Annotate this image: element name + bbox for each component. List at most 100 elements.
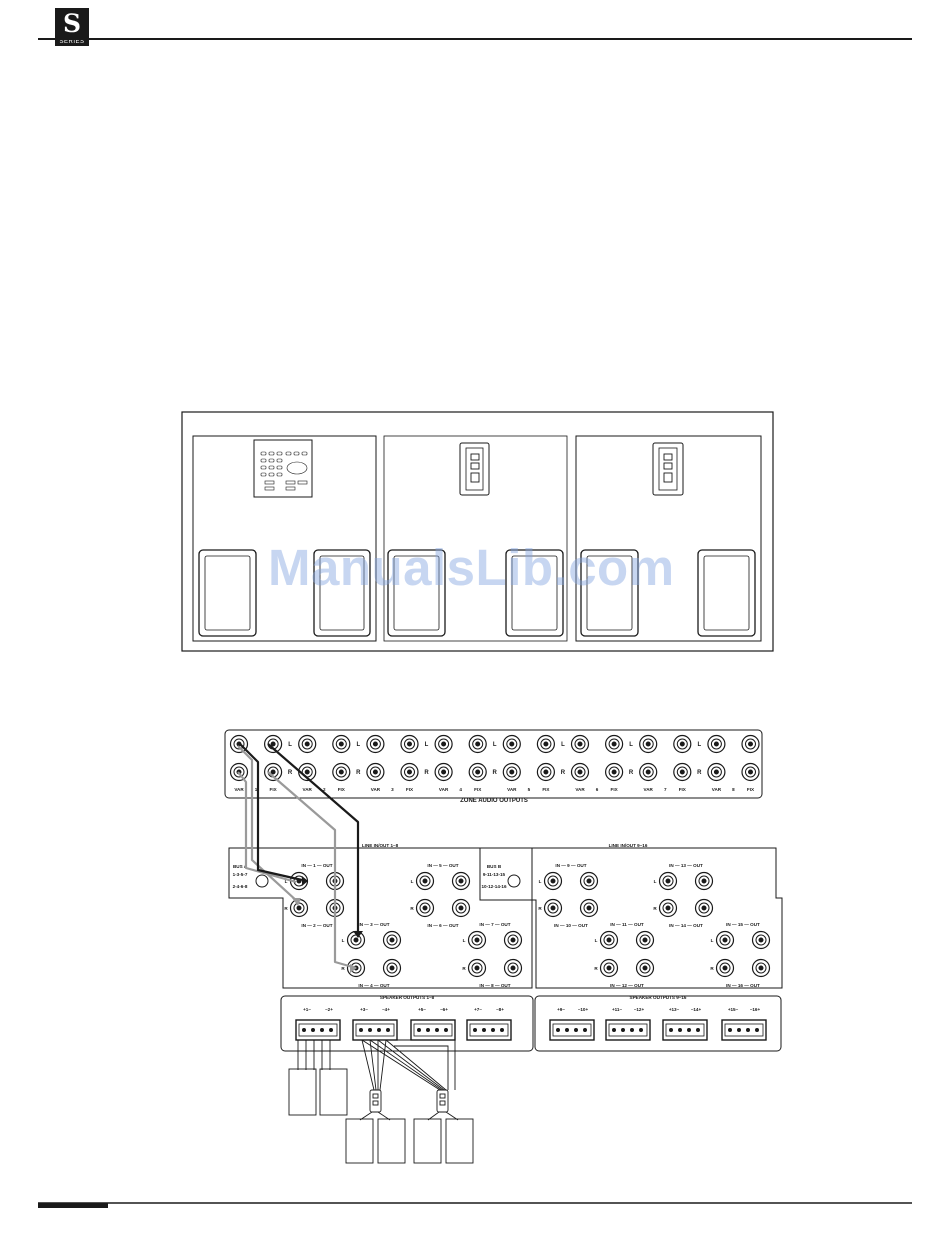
zone-fix-label: FIX [611, 787, 619, 792]
zone-jack-l-11 [570, 734, 590, 754]
terminal-label: +5– [418, 1007, 426, 1012]
room-1 [192, 435, 377, 642]
watermark: ManualsLib.com [268, 539, 675, 596]
zone-jack-r-3 [298, 762, 317, 782]
channel-label: L [411, 879, 414, 884]
zone3-speaker-left [413, 1118, 442, 1164]
terminal-label: –8+ [496, 1007, 504, 1012]
line-in-jack-8 [467, 958, 487, 978]
zone-l-label: L [425, 742, 429, 748]
zone-var-label: VAR [371, 787, 381, 792]
line-in-jack-5 [415, 871, 435, 891]
line-io-a-panel [228, 847, 533, 989]
speaker-terminals [295, 1019, 767, 1041]
zone-r-label: R [629, 770, 634, 776]
line-out-jack-3 [382, 930, 402, 950]
zone-fix-label: FIX [406, 787, 414, 792]
bus-a-selector [255, 874, 269, 888]
line-out-jack-14 [694, 898, 714, 918]
speaker-terminal-4 [466, 1019, 512, 1041]
terminal-label: –2+ [325, 1007, 333, 1012]
terminal-label: +9– [557, 1007, 565, 1012]
keypad-buttons [260, 451, 308, 491]
pair-label: IN — 13 — OUT [669, 863, 703, 868]
zone-jack-l-6 [400, 734, 419, 754]
channel-label: L [342, 938, 345, 943]
pair-label: IN — 11 — OUT [610, 922, 644, 927]
zone-number: 7 [664, 787, 667, 792]
zone-jack-r-16 [741, 762, 760, 782]
pair-label: IN — 3 — OUT [358, 922, 389, 927]
gray-wire-fix-r [267, 771, 357, 970]
speaker-terminal-6 [605, 1019, 651, 1041]
footer-tab [38, 1203, 108, 1208]
pair-label: IN — 16 — OUT [726, 983, 760, 988]
zone-l-label: L [493, 742, 497, 748]
zone-jack-r-13 [639, 762, 658, 782]
terminal-label: –14+ [691, 1007, 702, 1012]
line-out-jack-16 [751, 958, 771, 978]
pair-label: IN — 8 — OUT [479, 983, 510, 988]
pair-label: IN — 4 — OUT [358, 983, 389, 988]
zone-var-label: VAR [439, 787, 449, 792]
speaker-terminal-7 [662, 1019, 708, 1041]
zone-jack-l-12 [604, 734, 624, 754]
zone-jack-l-13 [639, 734, 658, 754]
line-out-jack-15 [751, 930, 771, 950]
logo-subtext: SERIES [59, 39, 85, 45]
black-wire-var-l [239, 743, 303, 882]
black-wire-fix-l [267, 743, 360, 932]
pair-label: IN — 6 — OUT [427, 923, 458, 928]
room-2-volume-control [459, 442, 490, 496]
zone-jack-l-14 [673, 734, 692, 754]
zone-fix-label: FIX [474, 787, 482, 792]
zone-jack-l-10 [536, 734, 556, 754]
logo-letter: S [62, 9, 82, 38]
zone-jack-l-9 [502, 734, 521, 754]
zone-number: 1 [255, 787, 258, 792]
speaker-terminal-3 [410, 1019, 456, 1041]
bus-a-even: 2-4-6-8 [233, 884, 248, 889]
gray-wire-var-l [237, 745, 299, 903]
zone-l-label: L [288, 742, 292, 748]
speaker-terminal-5 [549, 1019, 595, 1041]
zone-jack-l-5 [366, 734, 385, 754]
speaker-a-title: SPEAKER OUTPUTS 1–8 [380, 995, 435, 1000]
channel-label: R [594, 966, 598, 971]
zone-output-jacks [229, 734, 760, 782]
line-in-jack-14 [658, 898, 678, 918]
zone-jack-r-8 [468, 762, 487, 782]
zone-jack-l-4 [332, 734, 351, 754]
channel-label: L [654, 879, 657, 884]
signal-wires [237, 743, 363, 973]
zone-jack-r-11 [570, 762, 590, 782]
zone-jack-r-10 [536, 762, 556, 782]
channel-label: R [341, 966, 345, 971]
zone-var-label: VAR [712, 787, 722, 792]
gray-wire-var-r [237, 771, 297, 884]
bus-b-odd: 9-11-13-15 [483, 872, 506, 877]
zone2-speaker-left [345, 1118, 374, 1164]
zone-jack-l-16 [741, 734, 760, 754]
speaker-terminal-1 [295, 1019, 341, 1041]
speaker-terminal-2 [352, 1019, 398, 1041]
line-in-jack-11 [599, 930, 619, 950]
line-io-b-outline [479, 847, 783, 989]
zone2-speaker-right [377, 1118, 406, 1164]
pair-label: IN — 1 — OUT [301, 863, 332, 868]
line-out-jack-11 [635, 930, 655, 950]
line-in-jack-7 [467, 930, 487, 950]
zone-number: 6 [596, 787, 599, 792]
zone-l-label: L [356, 742, 360, 748]
zone3-speaker-right [445, 1118, 474, 1164]
line-in-jack-12 [599, 958, 619, 978]
zone-jack-r-9 [502, 762, 521, 782]
channel-label: R [538, 906, 542, 911]
zone-fix-label: FIX [270, 787, 278, 792]
zone1-speaker-left [288, 1068, 317, 1116]
channel-label: R [710, 966, 714, 971]
terminal-label: +13– [669, 1007, 680, 1012]
rear-panel [224, 729, 783, 1052]
zone-r-label: R [356, 770, 361, 776]
